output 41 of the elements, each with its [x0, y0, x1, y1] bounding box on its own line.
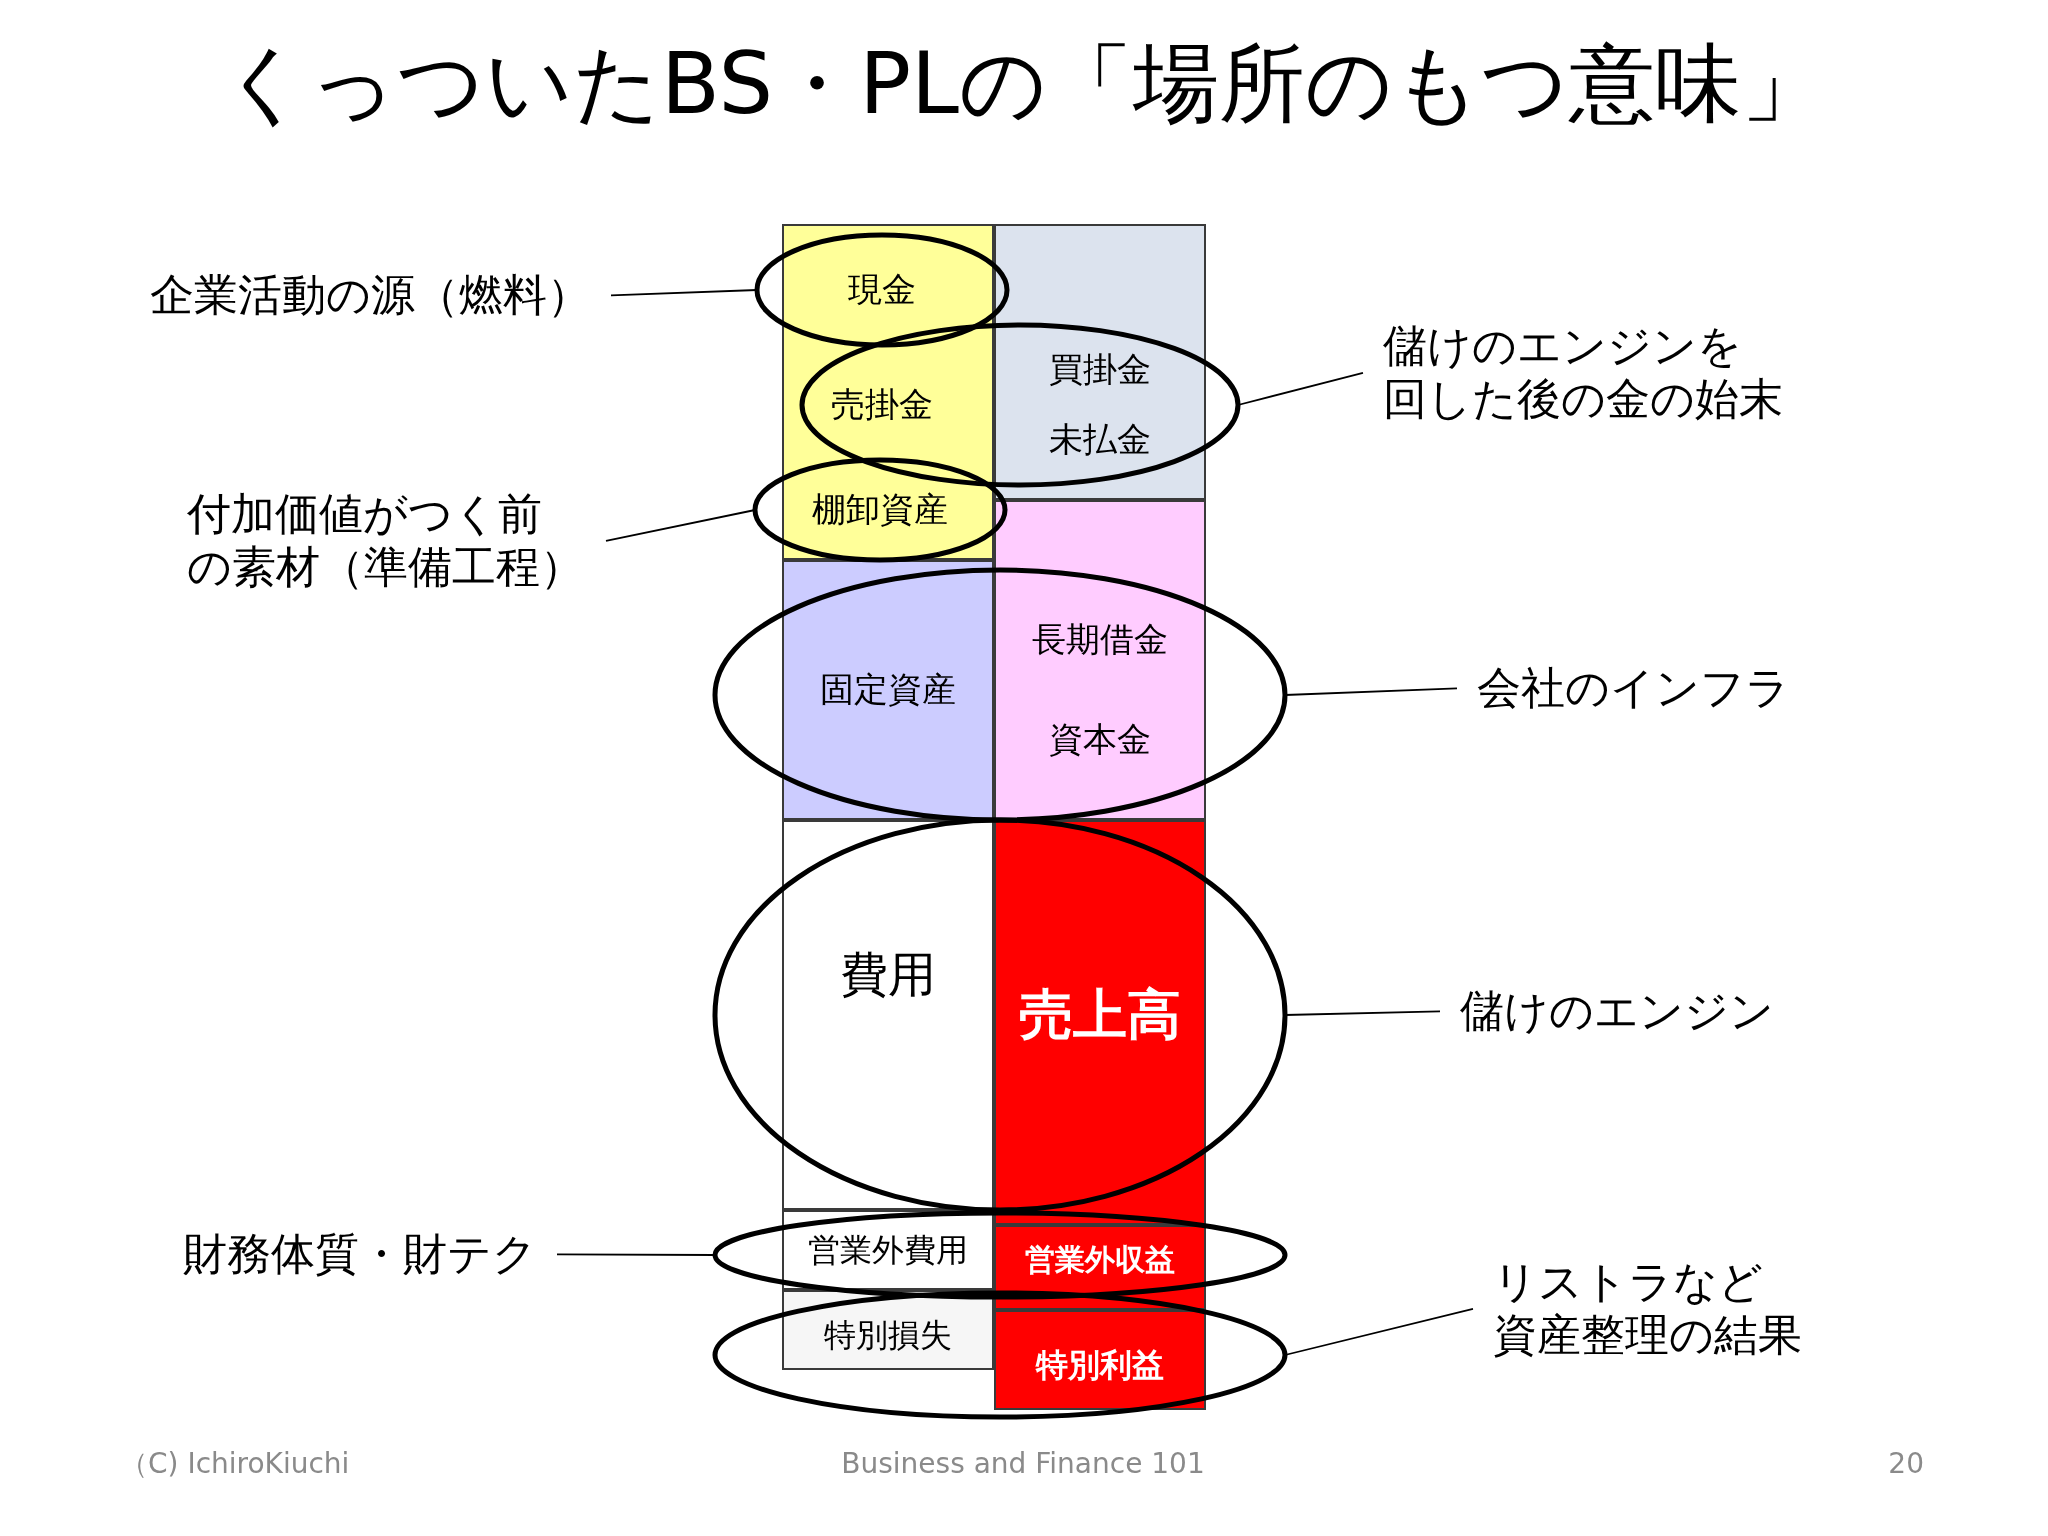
- account-label: 営業外費用: [808, 1231, 968, 1269]
- leader-line: [610, 289, 758, 297]
- account-label: 資本金: [1049, 720, 1151, 760]
- account-label: 現金: [848, 270, 916, 310]
- account-label: 固定資産: [820, 670, 956, 710]
- account-label: 費用: [840, 947, 936, 1003]
- highlight-ellipse: [711, 1289, 1289, 1421]
- annotation-text: 会社のインフラ: [1477, 662, 1790, 715]
- annotation-text: 儲けのエンジンを回した後の金の始末: [1383, 320, 1785, 426]
- highlight-ellipse: [711, 1209, 1289, 1301]
- highlight-ellipse: [751, 456, 1009, 564]
- leader-line: [1284, 687, 1458, 696]
- account-label: 未払金: [1049, 420, 1151, 460]
- leader-line: [1237, 371, 1364, 406]
- copyright-text: （C) IchiroKiuchi: [120, 1447, 350, 1481]
- leader-line: [605, 509, 756, 542]
- leader-line: [1284, 1307, 1474, 1356]
- account-label: 営業外収益: [1025, 1242, 1175, 1278]
- leader-line: [1284, 1010, 1441, 1016]
- account-box: [994, 1225, 1206, 1310]
- annotation-text: 儲けのエンジン: [1460, 985, 1774, 1038]
- account-box: [994, 224, 1206, 500]
- account-box: [994, 500, 1206, 820]
- account-label: 売掛金: [831, 385, 933, 425]
- annotation-text: 付加価値がつく前の素材（準備工程）: [187, 488, 586, 594]
- account-label: 長期借金: [1032, 620, 1168, 660]
- page-number: 20: [1888, 1447, 1924, 1481]
- highlight-ellipse: [711, 816, 1289, 1214]
- slide-title: くっついたBS・PLの「場所のもつ意味」: [221, 34, 1827, 133]
- account-label: 特別損失: [824, 1316, 952, 1354]
- highlight-ellipse: [798, 321, 1242, 489]
- footer-text: Business and Finance 101: [841, 1447, 1205, 1481]
- account-label: 特別利益: [1036, 1346, 1164, 1384]
- highlight-ellipse: [753, 231, 1011, 349]
- annotation-text: 財務体質・財テク: [183, 1228, 537, 1281]
- account-label: 買掛金: [1049, 350, 1151, 390]
- leader-line: [556, 1253, 716, 1256]
- account-box: [782, 224, 994, 560]
- annotation-text: リストラなど資産整理の結果: [1493, 1256, 1804, 1362]
- annotation-text: 企業活動の源（燃料）: [150, 269, 591, 322]
- account-label: 売上高: [1019, 983, 1181, 1047]
